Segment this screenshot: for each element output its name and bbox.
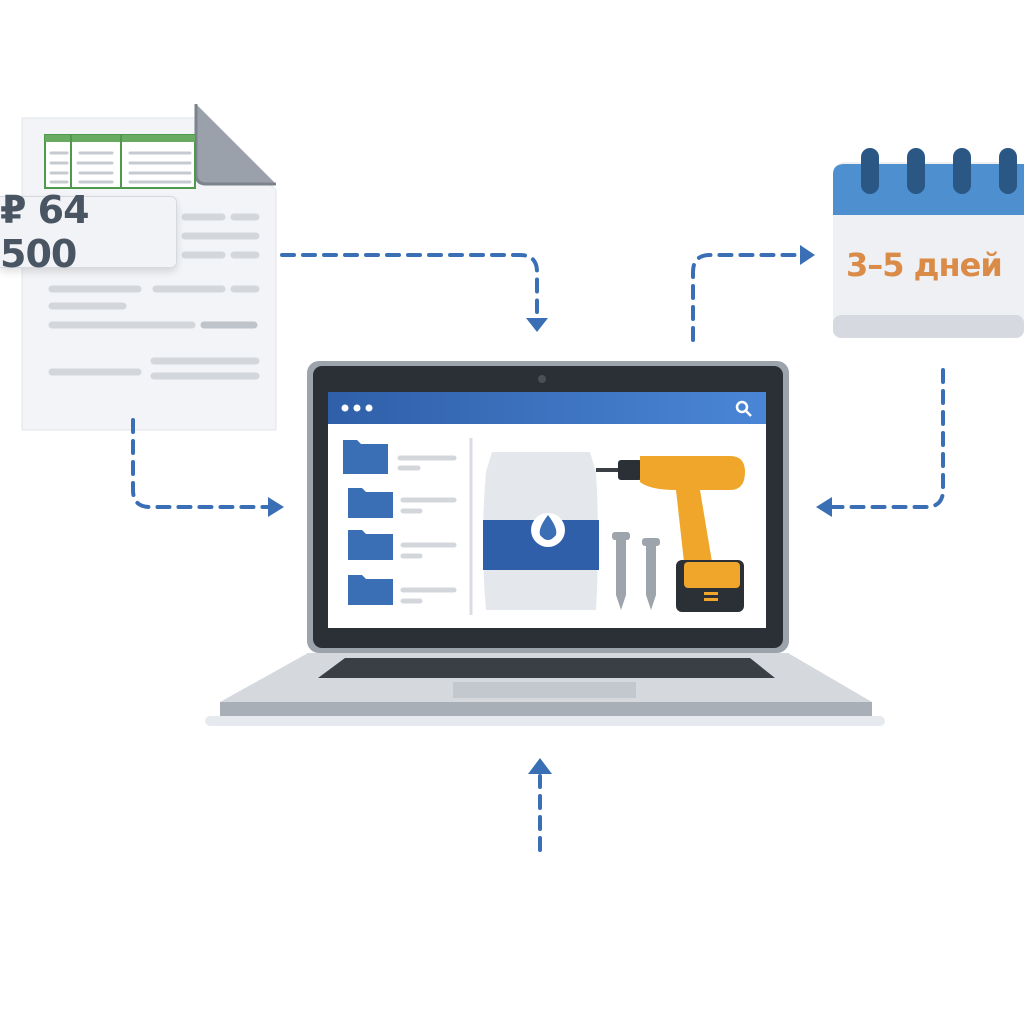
drill-icon [596, 456, 745, 612]
window-dots-icon [341, 404, 373, 412]
price-badge: ₽ 64 500 [0, 188, 177, 276]
arrow-calendar-to-laptop [830, 368, 945, 509]
delivery-time-label: 3–5 дней [846, 246, 1003, 284]
arrow-laptop-to-calendar [691, 253, 802, 342]
spreadsheet-table [44, 134, 196, 189]
screws-icon [612, 532, 660, 610]
browser-bar [328, 392, 766, 424]
price-amount: ₽ 64 500 [0, 188, 90, 276]
folder-list [343, 438, 473, 615]
arrow-document-down-to-laptop [131, 418, 270, 509]
calendar-icon [833, 148, 1024, 338]
laptop [205, 361, 885, 726]
cement-bag-icon [483, 452, 599, 610]
webcam-icon [538, 375, 546, 383]
arrowheads [268, 245, 832, 774]
search-icon[interactable] [735, 400, 752, 417]
trackpad [453, 682, 636, 698]
keyboard [318, 658, 775, 678]
arrow-document-to-laptop [280, 253, 539, 314]
flow-arrows [131, 253, 945, 852]
